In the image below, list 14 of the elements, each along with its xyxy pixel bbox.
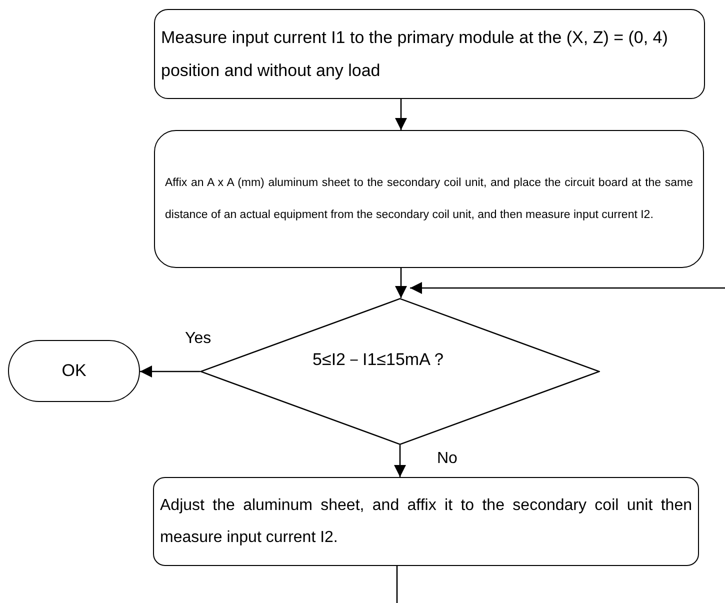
- arrow: [395, 99, 407, 130]
- process-box: [154, 130, 704, 268]
- arrow: [410, 282, 725, 294]
- decision-text: 5≤I2－I1≤15mA？: [312, 349, 448, 371]
- step-text: Affix an A x A (mm) aluminum sheet to the secondary coil unit, and place the circuit board at the same distance of an actual equipment from the secondary coil unit, and then measure input current I2.: [165, 176, 693, 223]
- arrow: [140, 366, 200, 378]
- arrow: [395, 268, 407, 298]
- arrow: [394, 445, 406, 477]
- step-text: Measure input current I1 to the primary module at the (X, Z) = (0, 4) position and without any load: [161, 27, 669, 82]
- step-text: Adjust the aluminum sheet, and affix it to the secondary coil unit then measure input current I2.: [160, 496, 692, 548]
- process-box: [154, 9, 705, 99]
- step-text: OK: [60, 361, 88, 381]
- connector-line: [396, 566, 398, 603]
- process-box: [153, 477, 699, 566]
